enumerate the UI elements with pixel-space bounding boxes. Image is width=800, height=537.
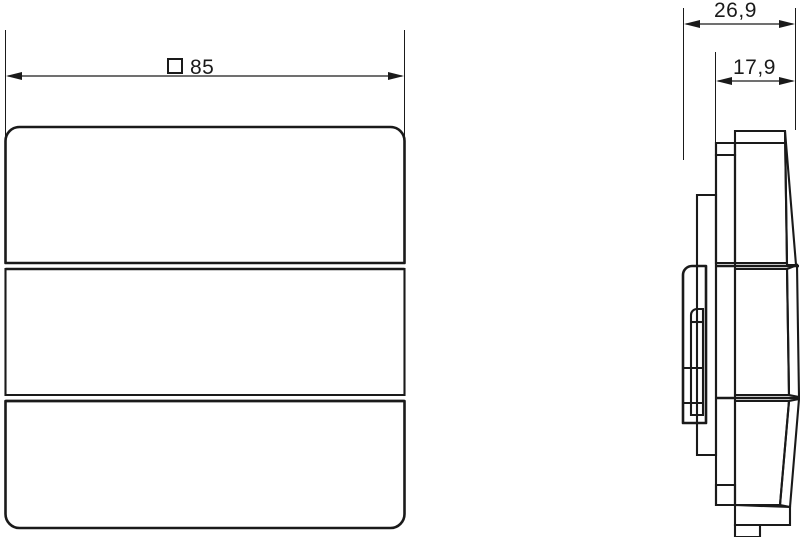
depth-overall-dimension-label: 26,9 [714,0,757,22]
arrowhead-left-front [6,72,22,80]
side-rocker-middle-taper [785,263,800,399]
side-view-group: 26,9 17,9 [681,0,800,537]
arrowhead-right-depth-overall [779,20,795,28]
arrowhead-left-depth-overall [684,20,700,28]
front-rocker-segment-bottom [4,399,406,530]
arrowhead-right-front [388,72,404,80]
front-rocker-segment-top [4,125,406,265]
square-profile-symbol-icon [167,58,183,74]
side-carrier-plate [714,153,737,507]
side-rocker-top-lip [714,141,737,157]
side-bottom-foot [733,523,762,537]
side-rocker-top-taper [783,130,798,267]
side-bottom-tab [714,483,737,507]
arrowhead-left-depth-faceplate [716,77,732,85]
front-view-dimension-label: 85 [190,56,214,79]
depth-faceplate-dimension-label: 17,9 [733,56,776,79]
front-view-group: 85 [4,30,406,530]
side-rocker-middle-outer [733,267,791,397]
side-rocker-top-outer [733,129,789,265]
arrowhead-right-depth-faceplate [779,77,795,85]
front-rocker-segment-middle [4,267,406,397]
side-rocker-top-inner [714,141,737,265]
side-back-mounting-body [681,264,708,425]
side-back-terminal-block [689,307,705,417]
side-rocker-bottom-taper [778,397,800,509]
side-bottom-base [733,503,792,527]
